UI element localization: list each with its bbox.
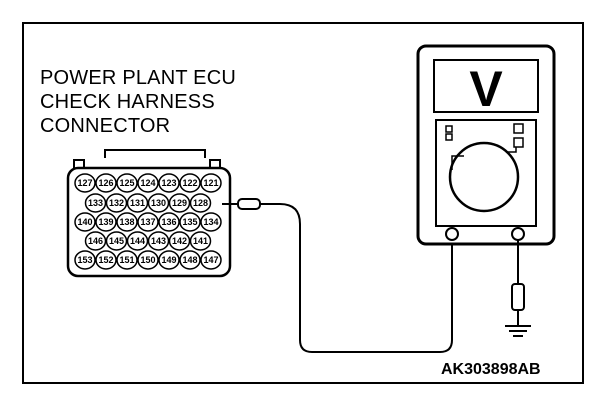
pin-label-151: 151	[119, 255, 134, 265]
ground-icon	[505, 325, 531, 337]
probe-lead	[222, 198, 453, 353]
pin-label-148: 148	[182, 255, 197, 265]
pin-148	[179, 250, 201, 270]
pin-131	[126, 193, 149, 213]
pin-label-143: 143	[151, 236, 166, 246]
pin-label-145: 145	[109, 236, 124, 246]
pin-label-129: 129	[172, 198, 187, 208]
pin-label-147: 147	[203, 255, 218, 265]
pin-123	[158, 173, 180, 193]
pin-label-132: 132	[109, 198, 124, 208]
pin-label-130: 130	[151, 198, 166, 208]
pin-149	[158, 250, 180, 270]
pin-144	[126, 231, 149, 251]
reference-code: AK303898AB	[441, 361, 541, 378]
pin-139	[95, 212, 117, 232]
multimeter	[416, 44, 556, 246]
pin-152	[95, 250, 117, 270]
pin-121	[200, 173, 222, 193]
pin-label-153: 153	[77, 255, 92, 265]
pin-label-149: 149	[161, 255, 176, 265]
pin-133	[84, 193, 107, 213]
pin-label-134: 134	[203, 217, 218, 227]
pin-153	[74, 250, 96, 270]
pin-label-146: 146	[88, 236, 103, 246]
pin-136	[158, 212, 180, 232]
pin-127	[74, 173, 96, 193]
pin-label-126: 126	[98, 178, 113, 188]
pin-label-138: 138	[119, 217, 134, 227]
pin-label-144: 144	[130, 236, 145, 246]
pin-137	[137, 212, 159, 232]
pin-145	[105, 231, 128, 251]
pin-146	[84, 231, 107, 251]
pin-label-140: 140	[77, 217, 92, 227]
pin-label-131: 131	[130, 198, 145, 208]
pin-147	[200, 250, 222, 270]
pin-label-135: 135	[182, 217, 197, 227]
pin-label-121: 121	[203, 178, 218, 188]
pin-label-141: 141	[193, 236, 208, 246]
pin-label-136: 136	[161, 217, 176, 227]
pin-143	[147, 231, 170, 251]
pin-141	[189, 231, 212, 251]
pin-label-139: 139	[98, 217, 113, 227]
pin-126	[95, 173, 117, 193]
connector-title: POWER PLANT ECU CHECK HARNESS CONNECTOR	[40, 67, 236, 137]
pin-132	[105, 193, 128, 213]
pin-label-124: 124	[140, 178, 155, 188]
pin-151	[116, 250, 138, 270]
pin-label-150: 150	[140, 255, 155, 265]
meter-display-symbol: V	[469, 61, 503, 117]
pin-129	[168, 193, 191, 213]
pin-142	[168, 231, 191, 251]
pin-135	[179, 212, 201, 232]
pin-label-142: 142	[172, 236, 187, 246]
pin-134	[200, 212, 222, 232]
pin-label-125: 125	[119, 178, 134, 188]
pin-150	[137, 250, 159, 270]
pin-138	[116, 212, 138, 232]
pin-label-122: 122	[182, 178, 197, 188]
pin-128	[189, 193, 212, 213]
pin-label-127: 127	[77, 178, 92, 188]
pin-122	[179, 173, 201, 193]
pin-label-133: 133	[88, 198, 103, 208]
connector-pins: 127 126 125 124 123 122 121 133 132 131 130 129 128 1…	[74, 173, 222, 270]
pin-124	[137, 173, 159, 193]
pin-label-152: 152	[98, 255, 113, 265]
pin-label-128: 128	[193, 198, 208, 208]
pin-label-137: 137	[140, 217, 155, 227]
pin-label-123: 123	[161, 178, 176, 188]
pin-140	[74, 212, 96, 232]
pin-125	[116, 173, 138, 193]
diagram-frame	[22, 22, 584, 384]
pin-130	[147, 193, 170, 213]
ground-lead	[511, 240, 525, 326]
